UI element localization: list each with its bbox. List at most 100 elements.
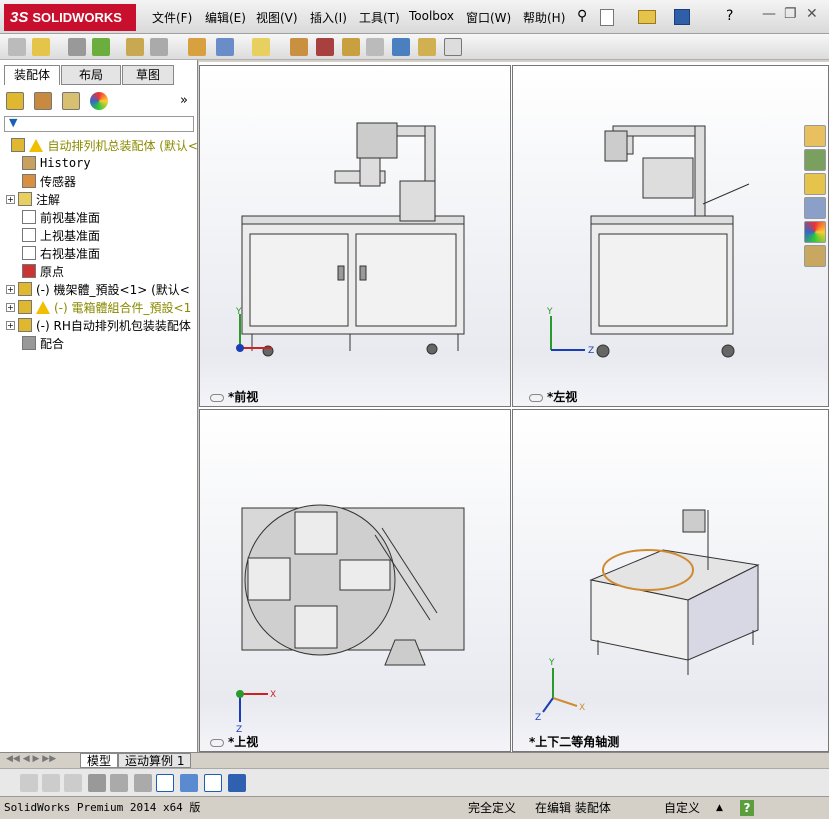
menu-view[interactable]: 视图(V) [256,11,298,25]
plane-icon [22,210,36,224]
motion-tool-icon[interactable] [64,774,82,792]
appearances-icon[interactable] [804,221,826,243]
tab-nav-arrows-icon[interactable]: ◀◀ ◀ ▶ ▶▶ [6,754,57,764]
list-icon[interactable] [134,774,152,792]
linear-pattern-icon[interactable] [92,38,110,56]
expand-icon[interactable]: + [6,194,15,204]
tree-item[interactable]: +(-) 電箱體組合件_預設<1 [0,298,198,316]
part-icon [18,300,32,314]
chart-icon[interactable] [156,774,174,792]
expand-icon[interactable]: + [6,302,15,312]
bill-of-materials-icon[interactable] [316,38,334,56]
save-icon[interactable] [228,774,246,792]
restore-button[interactable]: ❐ [784,6,797,22]
property-manager-icon[interactable] [34,92,52,110]
view-label-front: *前视 [210,388,258,405]
configuration-manager-icon[interactable] [62,92,80,110]
tree-item[interactable]: 原点 [0,262,198,280]
cube-icon[interactable] [180,774,198,792]
history-icon [22,156,36,170]
link-icon [210,738,224,747]
help-button[interactable]: ? [740,800,754,816]
view-palette-icon[interactable] [804,197,826,219]
view-top[interactable]: X Z *上视 [199,409,511,752]
instant3d-icon[interactable] [444,38,462,56]
custom-properties-icon[interactable] [804,245,826,267]
menu-tools[interactable]: 工具(T) [359,11,400,25]
close-button[interactable]: ✕ [806,6,818,22]
save-icon[interactable] [674,9,690,25]
move-component-icon[interactable] [150,38,168,56]
tree-item[interactable]: +(-) 機架體_預設<1> (默认< [0,280,198,298]
smart-fastener-icon[interactable] [126,38,144,56]
pin-icon[interactable]: ⚲ [577,8,588,24]
chevron-right-icon[interactable]: » [180,93,188,108]
motion-tool-icon[interactable] [42,774,60,792]
interference-icon[interactable] [392,38,410,56]
tree-item[interactable]: 上视基准面 [0,226,198,244]
list-icon[interactable] [88,774,106,792]
tab-model[interactable]: 模型 [80,753,119,768]
motion-tool-icon[interactable] [20,774,38,792]
mate-icon[interactable] [68,38,86,56]
status-editing: 在编辑 装配体 [535,801,611,815]
status-units[interactable]: 自定义 [664,801,701,815]
assembly-features-icon[interactable] [216,38,234,56]
clearance-icon[interactable] [418,38,436,56]
view-isometric[interactable]: Y X Z *上下二等角轴测 [512,409,829,752]
table-icon[interactable] [204,774,222,792]
tree-item[interactable]: +注解 [0,190,198,208]
menu-toolbox[interactable]: Toolbox [409,9,454,23]
display-manager-icon[interactable] [90,92,108,110]
home-icon[interactable] [804,125,826,147]
view-label-top: *上视 [210,733,258,750]
open-folder-icon[interactable] [638,10,656,24]
view-front[interactable]: Y *前视 [199,65,511,407]
y-axis-label: Y [548,658,555,668]
menu-window[interactable]: 窗口(W) [466,11,512,25]
exploded-view-icon[interactable] [342,38,360,56]
menu-edit[interactable]: 编辑(E) [205,11,246,25]
tree-item[interactable]: History [0,154,198,172]
list-icon[interactable] [110,774,128,792]
tree-item[interactable]: 配合 [0,334,198,352]
tree-item[interactable]: 传感器 [0,172,198,190]
new-motion-study-icon[interactable] [290,38,308,56]
bottom-tabs: ◀◀ ◀ ▶ ▶▶ 模型 运动算例 1 [0,752,829,768]
explode-line-icon[interactable] [366,38,384,56]
insert-component-icon[interactable] [32,38,50,56]
view-left[interactable]: Y Z *左视 [512,65,829,407]
tab-layout[interactable]: 布局 [61,65,121,85]
graphics-area[interactable]: 🔍 🔍 ✎ ∞ ▣ ▣ — ❐ ✕ [199,62,829,752]
tree-filter[interactable]: ▼ [4,116,194,132]
new-document-icon[interactable] [600,9,614,26]
tree-item-label: 配合 [40,336,65,351]
expand-icon[interactable]: + [6,320,15,330]
reference-geometry-icon[interactable] [252,38,270,56]
tree-item[interactable]: 前视基准面 [0,208,198,226]
annotation-icon [18,192,32,206]
tab-sketch[interactable]: 草图 [122,65,174,85]
tree-item[interactable]: 右视基准面 [0,244,198,262]
tab-assembly[interactable]: 装配体 [4,65,60,85]
minimize-button[interactable]: — [762,6,776,22]
tree-item-label: 前视基准面 [40,210,101,225]
component-icon[interactable] [8,38,26,56]
tab-motion-study[interactable]: 运动算例 1 [118,753,192,768]
tree-item[interactable]: 自动排列机总装配体 (默认< [0,136,198,154]
menu-help[interactable]: 帮助(H) [523,11,566,25]
tree-item-label: 传感器 [40,174,77,189]
help-icon[interactable]: ? [726,8,734,24]
design-library-icon[interactable] [804,149,826,171]
menu-insert[interactable]: 插入(I) [310,11,347,25]
top-view-model: X Z [236,504,465,735]
feature-tree-icon[interactable] [6,92,24,110]
units-dropdown-icon[interactable]: ▲ [716,803,723,813]
tree-item[interactable]: +(-) RH自动排列机包装装配体 [0,316,198,334]
left-view-model: Y Z [546,125,750,358]
file-explorer-icon[interactable] [804,173,826,195]
expand-icon[interactable]: + [6,284,15,294]
show-hidden-icon[interactable] [188,38,206,56]
menu-file[interactable]: 文件(F) [152,11,193,25]
